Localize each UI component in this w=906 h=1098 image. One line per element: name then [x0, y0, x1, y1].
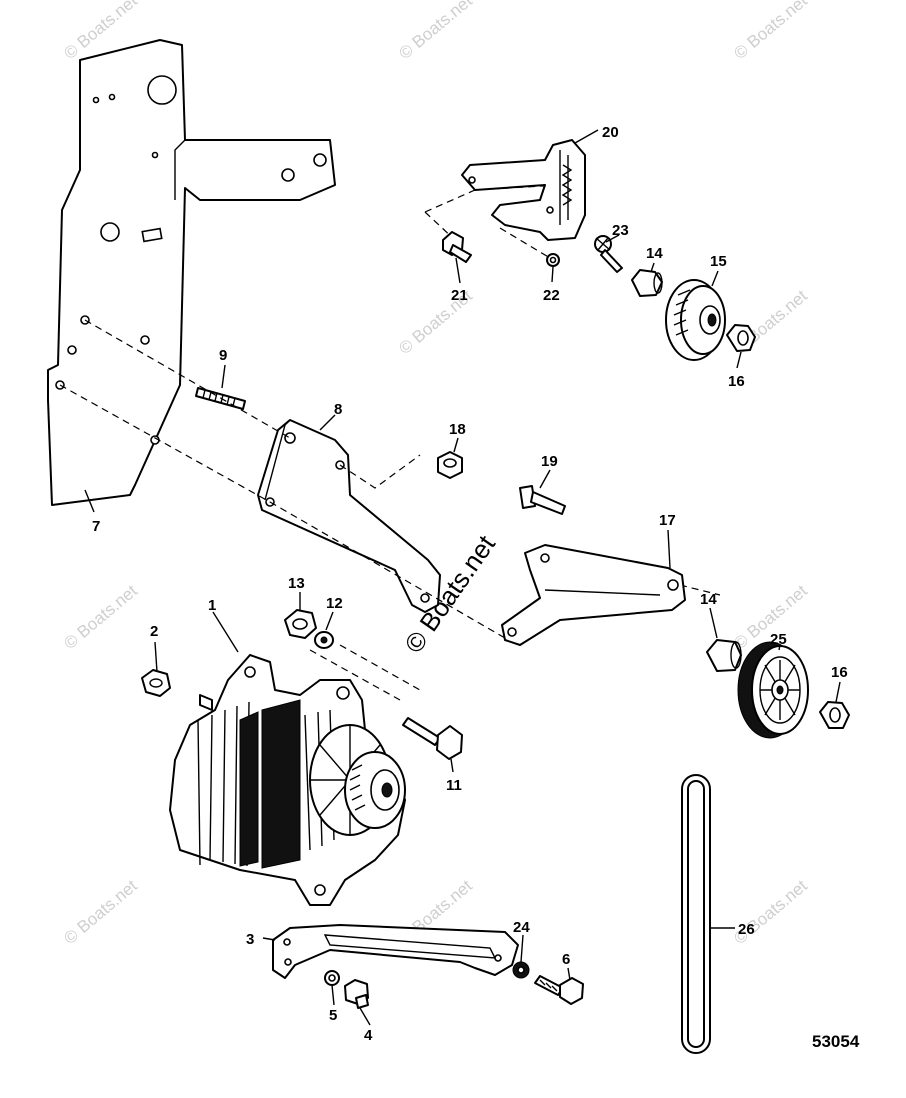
- part-11-bolt: [402, 717, 463, 760]
- part-22-nut: [546, 253, 560, 267]
- diagram-number: 53054: [812, 1032, 860, 1051]
- part-3-brace: [272, 924, 519, 979]
- part-17-idler-bracket: [501, 544, 686, 646]
- callout-26: 26: [738, 921, 755, 938]
- part-21-bolt: [442, 231, 472, 263]
- part-5-washer: [324, 970, 340, 986]
- part-15-pulley: [665, 279, 726, 361]
- part-13-nut: [284, 609, 317, 639]
- callout-3: 3: [246, 931, 254, 948]
- callout-25: 25: [770, 631, 787, 648]
- callout-22: 22: [543, 287, 560, 304]
- part-8-bracket: [257, 419, 441, 613]
- part-25-idler-pulley: [737, 641, 809, 739]
- callout-24: 24: [513, 919, 530, 936]
- callout-5: 5: [329, 1007, 337, 1024]
- callout-17: 17: [659, 512, 676, 529]
- callout-20: 20: [602, 124, 619, 141]
- callout-2: 2: [150, 623, 158, 640]
- part-20-tensioner-bracket: [461, 139, 586, 241]
- part-2-nut: [141, 669, 171, 697]
- callout-6: 6: [562, 951, 570, 968]
- watermark: © Boats.net: [60, 581, 141, 653]
- leader-lines: [84, 129, 841, 1026]
- part-14-spacer-upper: [631, 269, 663, 297]
- callout-8: 8: [334, 401, 342, 418]
- callout-14-lower: 14: [700, 591, 717, 608]
- callout-12: 12: [326, 595, 343, 612]
- callout-18: 18: [449, 421, 466, 438]
- part-23-adjuster: [594, 235, 623, 273]
- part-14-spacer-lower: [706, 639, 742, 672]
- callout-14-upper: 14: [646, 245, 663, 262]
- callout-9: 9: [219, 347, 227, 364]
- part-19-bolt: [519, 485, 566, 515]
- part-16-nut-lower: [819, 701, 850, 729]
- part-16-nut-upper: [726, 324, 756, 352]
- callout-19: 19: [541, 453, 558, 470]
- callout-4: 4: [364, 1027, 373, 1044]
- callout-23: 23: [612, 222, 629, 239]
- part-18-nut: [437, 451, 463, 479]
- callout-1: 1: [208, 597, 216, 614]
- callout-16-upper: 16: [728, 373, 745, 390]
- part-26-belt: [681, 774, 711, 1054]
- callout-16-lower: 16: [831, 664, 848, 681]
- part-24-washer: [512, 961, 530, 979]
- part-7-mounting-plate: [47, 39, 336, 506]
- watermark: © Boats.net: [60, 876, 141, 948]
- watermark: © Boats.net: [730, 0, 811, 63]
- part-1-alternator: [169, 654, 406, 906]
- callout-15: 15: [710, 253, 727, 270]
- callout-7: 7: [92, 518, 100, 535]
- part-4-bolt: [344, 979, 369, 1009]
- watermark: © Boats.net: [395, 0, 476, 63]
- part-6-bolt: [534, 975, 584, 1005]
- callout-11: 11: [446, 777, 462, 794]
- callout-13: 13: [288, 575, 305, 592]
- part-12-washer: [314, 631, 334, 649]
- callout-21: 21: [451, 287, 468, 304]
- callouts: 1 2 3 4 5 6 7 8 9 11 12 13 14 14 15 16 1…: [92, 124, 848, 1044]
